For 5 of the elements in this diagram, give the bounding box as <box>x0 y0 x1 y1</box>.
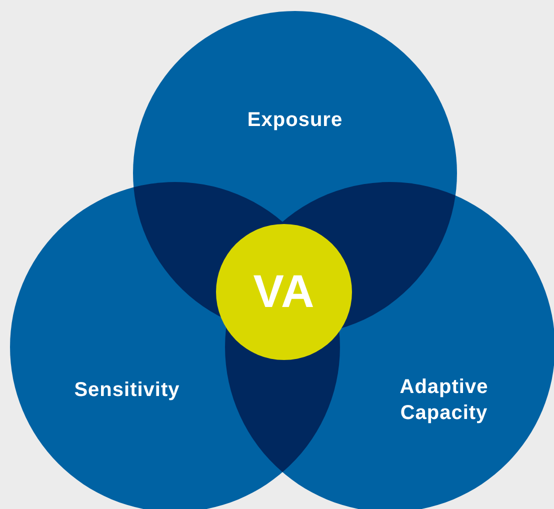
circle-label: VA <box>252 264 316 320</box>
circle-label: Adaptive Capacity <box>398 375 490 426</box>
venn-circle <box>216 224 352 360</box>
circle-label: Exposure <box>246 108 344 133</box>
circle-label: Sensitivity <box>73 378 181 403</box>
